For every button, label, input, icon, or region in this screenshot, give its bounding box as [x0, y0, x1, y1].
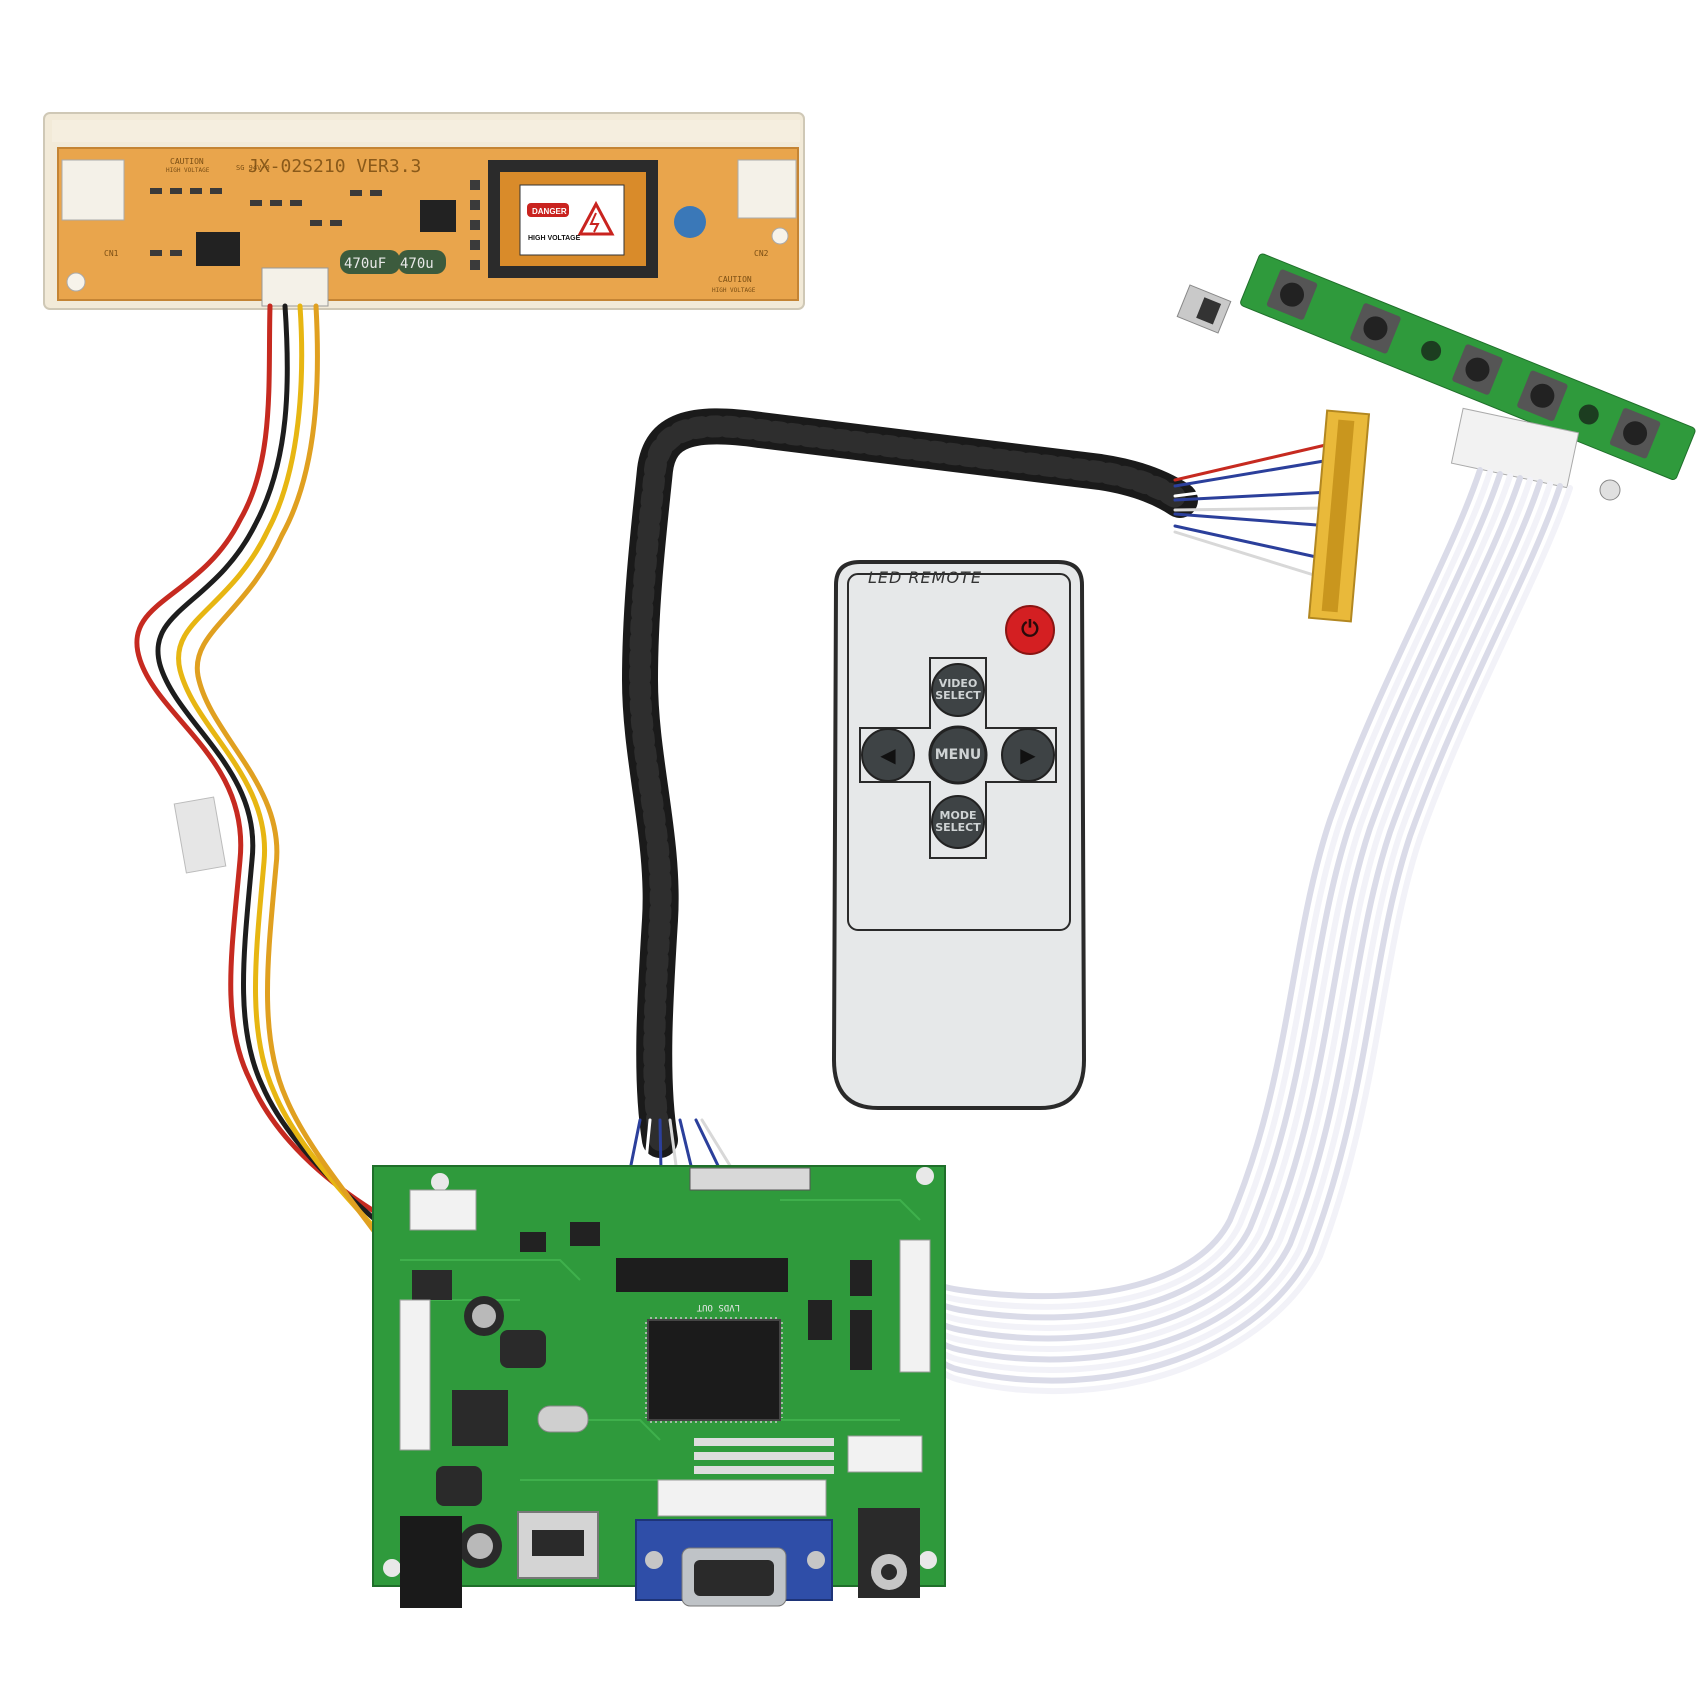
inverter-connector-cn2 — [737, 159, 797, 219]
inverter-caution-right-sub: HIGH VOLTAGE — [712, 287, 756, 294]
inverter-caution-left: CAUTION — [170, 157, 204, 166]
inverter-labels: JX-02S210 VER3.3 SG 94V-0 CAUTION HIGH V… — [104, 156, 769, 294]
danger-sub-label: HIGH VOLTAGE — [528, 235, 581, 242]
inverter-caution-left-sub: HIGH VOLTAGE — [166, 167, 210, 174]
fpc-connector — [689, 1167, 811, 1191]
danger-sticker — [519, 184, 625, 256]
lvds-out-header — [616, 1258, 788, 1292]
inverter-connector-cn1 — [61, 159, 125, 221]
keypad-led — [1599, 479, 1621, 501]
cn1-label: CN1 — [104, 249, 119, 258]
main-controller-chip — [647, 1319, 781, 1421]
power-button[interactable] — [1005, 605, 1055, 655]
keypad-ribbon-cable — [917, 467, 1573, 1395]
keypad-board — [1240, 253, 1696, 481]
controller-board — [372, 1165, 946, 1608]
dc-power-jack — [400, 1516, 462, 1608]
inverter-power-connector — [261, 267, 329, 307]
blue-capacitor — [674, 206, 706, 238]
power-input-connector — [399, 1299, 431, 1451]
inverter-caution-right: CAUTION — [718, 275, 752, 284]
cn2-label: CN2 — [754, 249, 769, 258]
inverter-power-wires — [134, 303, 419, 1295]
remote-control — [831, 560, 1087, 1110]
speaker-connector — [847, 1435, 923, 1473]
keypad-board-connector — [899, 1239, 931, 1373]
inverter-model-text: JX-02S210 VER3.3 — [248, 156, 421, 177]
ir-receiver — [1176, 284, 1232, 334]
capacitor-label-2: 470u — [400, 256, 434, 272]
inverter-board — [43, 112, 805, 310]
backlight-connector — [409, 1189, 477, 1231]
capacitor-label-1: 470uF — [344, 256, 386, 272]
mode-select-button[interactable] — [931, 795, 985, 849]
danger-label: DANGER — [532, 207, 567, 216]
inverter-marking: SG 94V-0 — [236, 164, 270, 172]
aux-connector — [657, 1479, 827, 1517]
lvds-out-label: LVDS OUT — [696, 1302, 740, 1312]
menu-button[interactable] — [928, 725, 988, 785]
left-button[interactable] — [861, 728, 915, 782]
crystal — [537, 1405, 589, 1433]
right-button[interactable] — [1001, 728, 1055, 782]
video-select-button[interactable] — [931, 663, 985, 717]
lvds-panel-connector — [1307, 409, 1371, 623]
